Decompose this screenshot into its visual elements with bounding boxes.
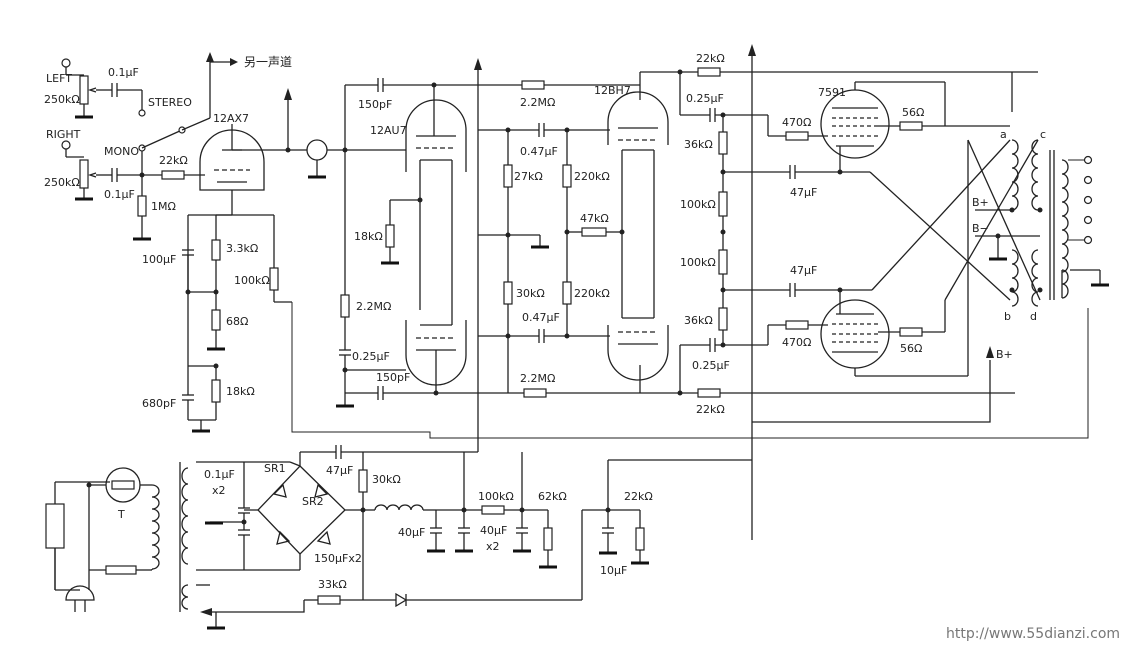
label-r-470-a: 470Ω bbox=[782, 116, 811, 129]
label-v1: 12AX7 bbox=[213, 112, 249, 125]
label-right: RIGHT bbox=[46, 128, 81, 141]
label-c-150p-bot: 150pF bbox=[376, 371, 410, 384]
label-c-47u-a: 47μF bbox=[790, 186, 817, 199]
label-c-40u-b: 40μF bbox=[480, 524, 507, 537]
label-r-22m-a: 2.2MΩ bbox=[356, 300, 391, 313]
label-c-150p-top: 150pF bbox=[358, 98, 392, 111]
label-stereo: STEREO bbox=[148, 96, 192, 109]
label-mono: MONO bbox=[104, 145, 139, 158]
component-labels: LEFT 250kΩ 0.1μF STEREO RIGHT MONO 250kΩ… bbox=[44, 52, 1120, 642]
v1-cathode-network bbox=[182, 214, 1089, 439]
label-r-220k-a: 220kΩ bbox=[574, 170, 610, 183]
label-r-22k-ps: 22kΩ bbox=[624, 490, 653, 503]
label-c-01-x2: 0.1μF bbox=[204, 468, 235, 481]
label-r-36k-a: 36kΩ bbox=[684, 138, 713, 151]
label-cap-right: 0.1μF bbox=[104, 188, 135, 201]
label-r-36k-b: 36kΩ bbox=[684, 314, 713, 327]
label-c-047-bot: 0.47μF bbox=[522, 311, 560, 324]
label-left: LEFT bbox=[46, 72, 72, 85]
label-c-150u: 150μFx2 bbox=[314, 552, 362, 565]
input-section bbox=[61, 52, 238, 241]
label-c-10u: 10μF bbox=[600, 564, 627, 577]
label-c-47u-ps: 47μF bbox=[326, 464, 353, 477]
label-r-22k-in: 22kΩ bbox=[159, 154, 188, 167]
label-r-27k: 27kΩ bbox=[514, 170, 543, 183]
label-r-100k-b: 100kΩ bbox=[680, 256, 716, 269]
label-v2: 12AU7 bbox=[370, 124, 407, 137]
label-c-047-top: 0.47μF bbox=[520, 145, 558, 158]
label-r-30k: 30kΩ bbox=[516, 287, 545, 300]
label-bplus: B+ bbox=[972, 196, 989, 209]
label-r-1m: 1MΩ bbox=[151, 200, 176, 213]
label-sr1: SR1 bbox=[264, 462, 286, 475]
label-r-18k-a: 18kΩ bbox=[226, 385, 255, 398]
label-r-33k: 3.3kΩ bbox=[226, 242, 258, 255]
label-x2-a: x2 bbox=[212, 484, 226, 497]
label-t: T bbox=[117, 508, 125, 521]
watermark-url: http://www.55dianzi.com bbox=[946, 626, 1120, 642]
output-crossover bbox=[840, 71, 1041, 376]
label-bplus2: B+ bbox=[996, 348, 1013, 361]
label-other-channel: 另一声道 bbox=[244, 55, 292, 69]
label-r-220k-b: 220kΩ bbox=[574, 287, 610, 300]
label-r-100k-fb: 100kΩ bbox=[234, 274, 270, 287]
label-r-68: 68Ω bbox=[226, 315, 248, 328]
label-r-100k-a: 100kΩ bbox=[680, 198, 716, 211]
label-v3: 12BH7 bbox=[594, 84, 631, 97]
label-c-025-top: 0.25μF bbox=[686, 92, 724, 105]
label-sr2: SR2 bbox=[302, 495, 324, 508]
tube-v1 bbox=[199, 124, 288, 215]
bplus-bus-2 bbox=[748, 44, 756, 540]
label-r-18k-b: 18kΩ bbox=[354, 230, 383, 243]
label-v4: 7591 bbox=[818, 86, 846, 99]
output-transformer bbox=[975, 139, 1109, 307]
bplus-bus-1 bbox=[474, 58, 482, 452]
label-r-22k-bot: 22kΩ bbox=[696, 403, 725, 416]
label-c-100u: 100μF bbox=[142, 253, 176, 266]
label-c-680p: 680pF bbox=[142, 397, 176, 410]
label-x2-b: x2 bbox=[486, 540, 500, 553]
label-r-62k: 62kΩ bbox=[538, 490, 567, 503]
label-out-c: c bbox=[1040, 128, 1046, 141]
label-out-a: a bbox=[1000, 128, 1007, 141]
label-out-b: b bbox=[1004, 310, 1011, 323]
bplus-feed bbox=[752, 346, 994, 423]
label-r-30k-ps: 30kΩ bbox=[372, 473, 401, 486]
label-pot-right: 250kΩ bbox=[44, 176, 80, 189]
bias-divider bbox=[718, 115, 840, 345]
label-c-40u-a: 40μF bbox=[398, 526, 425, 539]
label-bminus: B− bbox=[972, 222, 989, 235]
label-r-47k: 47kΩ bbox=[580, 212, 609, 225]
label-r-33k-ps: 33kΩ bbox=[318, 578, 347, 591]
tube-v4-top bbox=[820, 81, 945, 175]
label-r-22m-bot: 2.2MΩ bbox=[520, 372, 555, 385]
label-r-100k-ps: 100kΩ bbox=[478, 490, 514, 503]
label-pot-left: 250kΩ bbox=[44, 93, 80, 106]
label-r-56-a: 56Ω bbox=[902, 106, 924, 119]
label-c-025-bot: 0.25μF bbox=[692, 359, 730, 372]
label-r-470-b: 470Ω bbox=[782, 336, 811, 349]
label-r-22m-top: 2.2MΩ bbox=[520, 96, 555, 109]
label-c-025-a: 0.25μF bbox=[352, 350, 390, 363]
label-c-47u-b: 47μF bbox=[790, 264, 817, 277]
label-r-56-b: 56Ω bbox=[900, 342, 922, 355]
phase-splitter-network bbox=[478, 80, 641, 398]
label-cap-left: 0.1μF bbox=[108, 66, 139, 79]
tube-v2 bbox=[381, 85, 467, 393]
tube-v3 bbox=[607, 67, 1015, 398]
tube-v4-bottom bbox=[820, 287, 968, 377]
label-out-d: d bbox=[1030, 310, 1037, 323]
power-supply bbox=[45, 445, 752, 630]
label-r-22k-top: 22kΩ bbox=[696, 52, 725, 65]
v1-v2-coupling bbox=[284, 78, 478, 408]
